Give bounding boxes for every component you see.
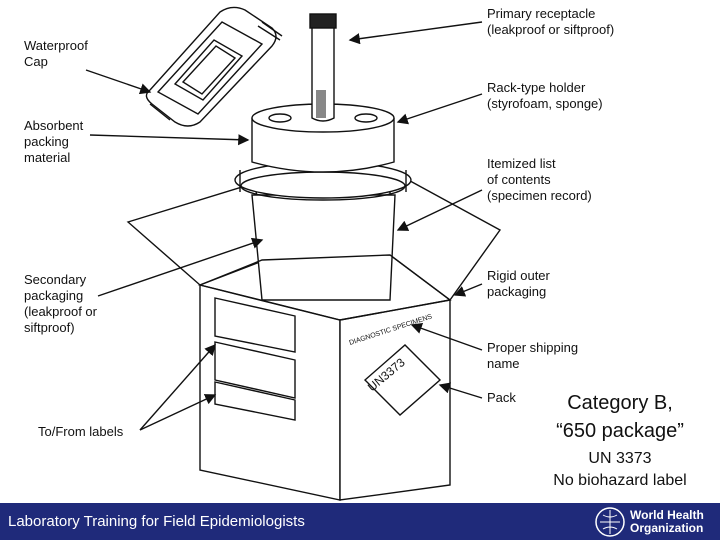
label-waterproof-cap: Waterproof Cap xyxy=(24,38,88,69)
label-itemized-list: Itemized list of contents (specimen reco… xyxy=(487,156,592,203)
footer-text: Laboratory Training for Field Epidemiolo… xyxy=(8,513,305,530)
label-proper-shipping: Proper shipping name xyxy=(487,340,579,371)
label-primary-receptacle: Primary receptacle (leakproof or siftpro… xyxy=(487,6,615,37)
leader-lines xyxy=(85,21,483,431)
label-pack: Pack xyxy=(487,390,516,405)
label-secondary-packaging: Secondary packaging (leakproof or siftpr… xyxy=(24,272,97,335)
category-un: UN 3373 xyxy=(588,450,652,467)
who-emblem-icon xyxy=(595,507,625,537)
label-rigid-outer: Rigid outer packaging xyxy=(487,268,550,299)
label-rack-holder: Rack-type holder (styrofoam, sponge) xyxy=(487,80,603,111)
outer-box xyxy=(126,13,502,501)
label-absorbent: Absorbent packing material xyxy=(24,118,84,165)
category-subtitle: “650 package” xyxy=(556,420,684,442)
category-note: No biohazard label xyxy=(553,472,687,489)
packaging-diagram: DIAGNOSTIC SPECIMENS UN3373 xyxy=(85,6,502,501)
who-logo: World Health Organization xyxy=(592,506,718,538)
who-org-name: World Health Organization xyxy=(630,508,704,535)
label-to-from: To/From labels xyxy=(38,424,124,439)
waterproof-cap xyxy=(145,6,283,127)
category-title: Category B, xyxy=(567,392,673,414)
footer-bar: Laboratory Training for Field Epidemiolo… xyxy=(0,503,720,540)
